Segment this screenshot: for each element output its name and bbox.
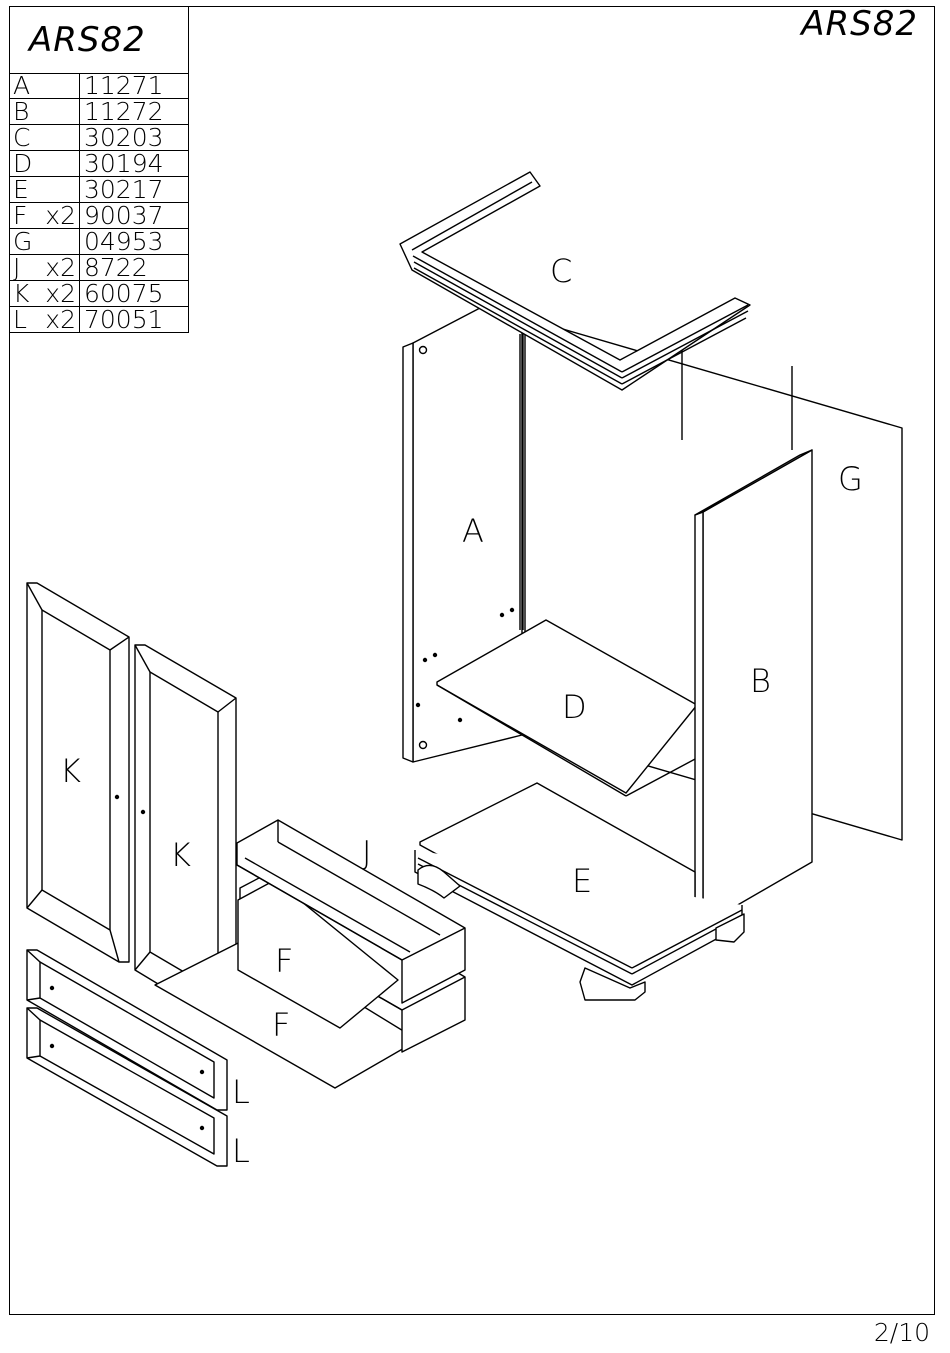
label-a: A [462,512,484,550]
label-f-2: F [272,1006,290,1044]
label-l-1: L [232,1073,250,1111]
label-g: G [838,460,863,498]
label-e: E [572,862,592,900]
label-c: C [550,252,572,290]
label-b: B [750,662,771,700]
label-l-2: L [232,1132,250,1170]
label-k-2: K [170,836,191,874]
label-j: J [362,834,371,872]
page-number: 2/10 [874,1318,930,1347]
label-k-1: K [60,752,81,790]
label-f-1: F [275,942,293,980]
label-d: D [562,688,587,726]
